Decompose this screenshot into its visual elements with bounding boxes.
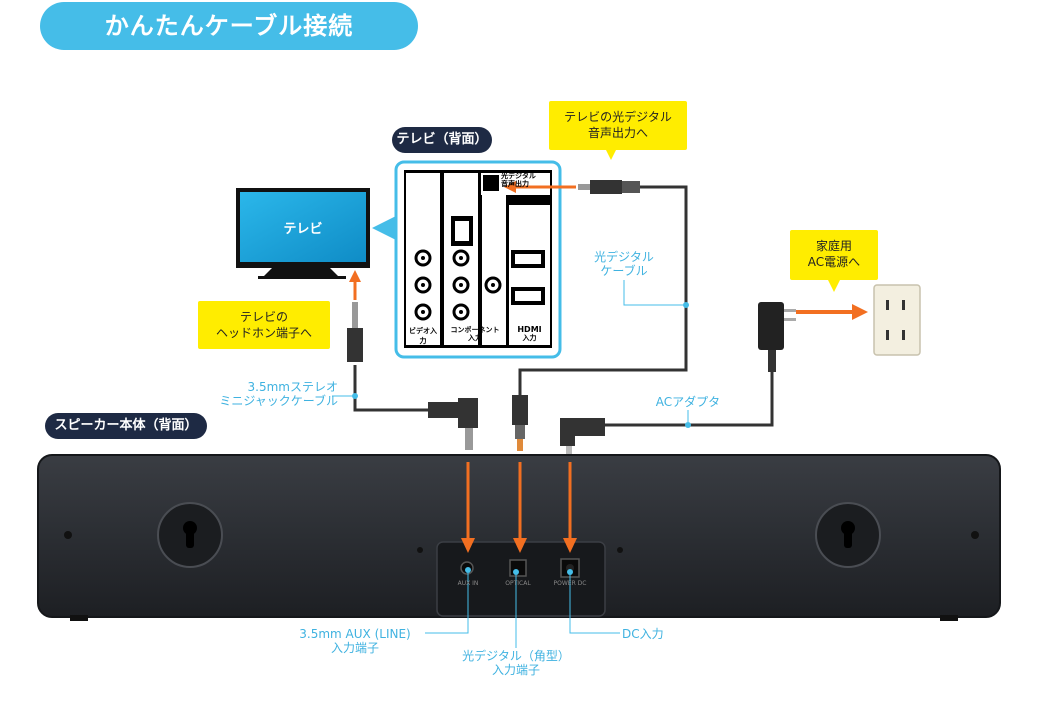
tv-hdmi-label: HDMI 入力 [517,325,542,342]
dc-port-label: DC入力 [622,627,664,641]
outlet-icon [873,284,921,356]
wall-mount-right [815,502,881,568]
stereo-plug-icon [347,302,478,450]
tv-back-panel [394,160,562,359]
callout-headphone: テレビの ヘッドホン端子へ [198,301,330,349]
tv-screen-label: テレビ [283,222,323,237]
optical-cable-label: 光デジタル ケーブル [594,250,654,278]
tv-component-label: コンポーネント 入力 [450,326,500,342]
wall-mount-left [157,502,223,568]
speaker-back-label: スピーカー本体（背面） [45,413,207,439]
port-aux-small-label: AUX IN [457,580,479,587]
callout-optical-out: テレビの光デジタル 音声出力へ [549,101,687,150]
ac-adapter-icon [758,302,796,372]
optical-port-label: 光デジタル（角型） 入力端子 [462,649,570,677]
aux-port-label: 3.5mm AUX (LINE) 入力端子 [299,627,411,655]
stereo-cable-label: 3.5mmステレオ ミニジャックケーブル [219,380,338,408]
tv-video-in-label: ビデオ入力 [409,327,437,345]
optical-plug-icon [512,180,640,451]
port-optical-small-label: OPTICAL [505,580,531,587]
port-dc-small-label: POWER DC [553,580,587,587]
tv-back-label: テレビ（背面） [392,127,492,153]
callout-outlet: 家庭用 AC電源へ [790,230,878,280]
ac-adapter-label: ACアダプタ [655,395,721,409]
page-title: かんたんケーブル接続 [40,2,418,50]
tv-icon [236,188,370,279]
dc-plug-icon [560,418,605,454]
tv-optical-tag: 光デジタル 音声出力 [501,172,536,188]
